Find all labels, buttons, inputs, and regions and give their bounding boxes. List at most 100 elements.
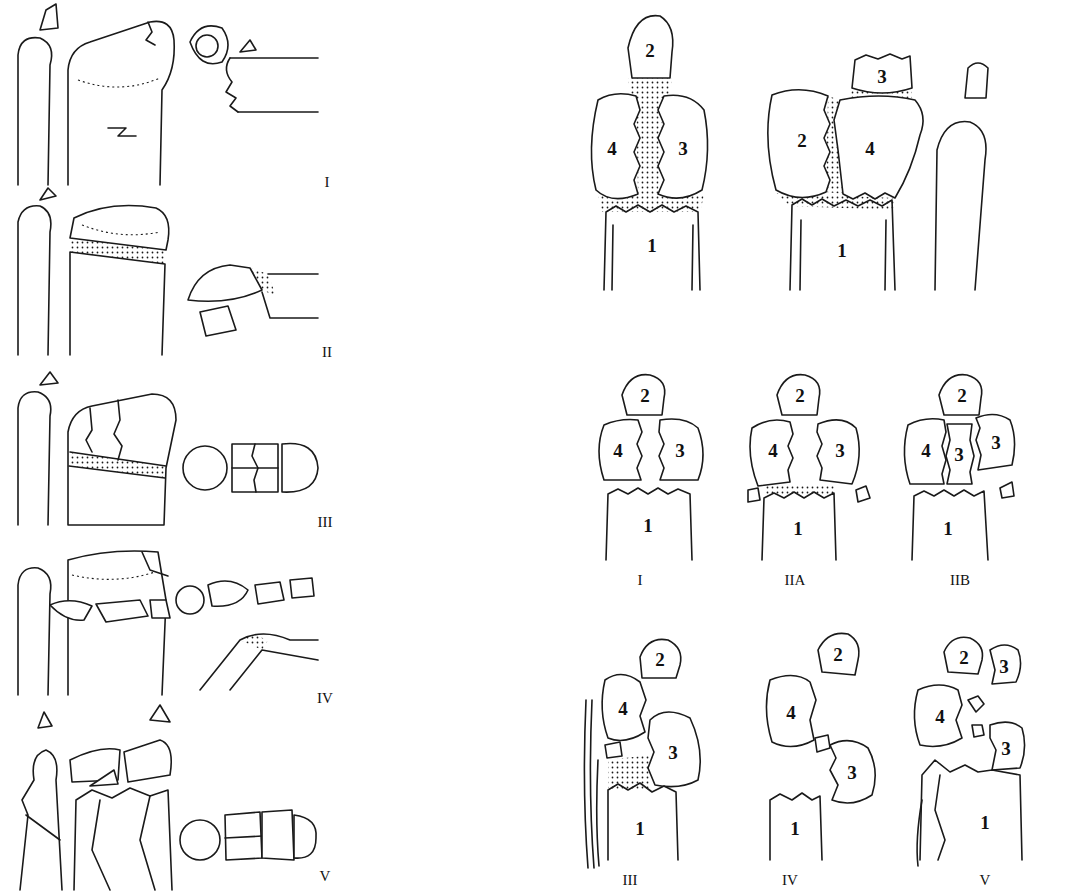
type-label: III xyxy=(623,873,638,888)
fragment-number: 4 xyxy=(768,441,778,460)
type-label: II xyxy=(322,345,332,360)
fragment-number: 4 xyxy=(613,441,623,460)
wrist-lateral-view-part xyxy=(252,444,258,492)
fragment-drawing-part xyxy=(912,490,988,560)
fragment-number: 4 xyxy=(935,707,945,726)
fragment-drawing xyxy=(904,375,1014,560)
fragment-drawing-part xyxy=(591,94,640,199)
wrist-ap-view-part xyxy=(40,4,58,30)
wrist-ap-view-part xyxy=(146,22,155,45)
fragment-drawing-part xyxy=(608,783,678,860)
fragment-drawing-part xyxy=(817,420,859,484)
wrist-ap-view-part xyxy=(18,392,51,525)
fragment-number: 4 xyxy=(921,441,931,460)
fragment-drawing-part xyxy=(597,760,599,866)
wrist-lateral-view-part xyxy=(255,582,284,604)
type-label: IV xyxy=(782,873,798,888)
wrist-ap-view-part xyxy=(50,601,92,620)
wrist-ap-view-part xyxy=(38,712,52,728)
fragment-drawing-part xyxy=(852,54,912,93)
wrist-ap-view-part xyxy=(92,800,110,890)
wrist-lateral-view-part xyxy=(240,634,268,650)
wrist-lateral-view-part xyxy=(176,586,204,614)
type-label: V xyxy=(320,869,331,884)
fragment-number: 3 xyxy=(877,67,887,86)
fragment-number: 2 xyxy=(645,41,655,60)
fragment-drawing-part xyxy=(608,755,650,790)
fragment-drawing-part xyxy=(920,760,1022,860)
wrist-lateral-view-part xyxy=(230,57,318,59)
type-label: V xyxy=(980,873,991,888)
fragment-number: 3 xyxy=(954,445,964,464)
fragment-number: 3 xyxy=(1001,739,1011,758)
fragment-drawing-part xyxy=(612,225,613,290)
fragment-drawing-part xyxy=(768,90,830,198)
fragment-drawing-part xyxy=(944,637,983,674)
fragment-number: 1 xyxy=(647,236,657,255)
fragment-drawing-part xyxy=(976,414,1015,470)
fragment-drawing-part xyxy=(692,225,693,290)
fragment-number: 4 xyxy=(618,699,628,718)
fragment-number: 3 xyxy=(847,763,857,782)
wrist-lateral-view-part xyxy=(262,292,318,318)
fragment-drawing-part xyxy=(605,742,622,758)
fragment-drawing-part xyxy=(935,122,986,290)
wrist-ap-view-part xyxy=(69,452,166,478)
type-label: I xyxy=(325,175,330,190)
fragment-drawing-part xyxy=(606,488,692,560)
fragment-drawing-part xyxy=(834,96,923,199)
wrist-lateral-view-part xyxy=(188,265,262,301)
wrist-lateral-view-part xyxy=(262,810,294,860)
fragment-drawing-part xyxy=(748,488,760,502)
wrist-ap-view-part xyxy=(69,466,165,478)
wrist-lateral-view-part xyxy=(225,812,262,860)
fragment-drawing-part xyxy=(830,741,875,803)
wrist-lateral-view-part xyxy=(238,111,318,113)
wrist-ap-view xyxy=(18,551,170,695)
wrist-ap-view-part xyxy=(70,206,169,250)
fragment-number: 4 xyxy=(607,139,617,158)
wrist-ap-view-part xyxy=(124,740,171,782)
fragment-number: 2 xyxy=(957,386,967,405)
fragment-number: 1 xyxy=(943,519,953,538)
fragment-drawing-part xyxy=(990,722,1025,770)
fragment-number: 1 xyxy=(837,241,847,260)
wrist-ap-view xyxy=(18,372,176,525)
wrist-lateral-view-part xyxy=(226,58,238,112)
fragment-number: 1 xyxy=(643,516,653,535)
wrist-lateral-view-part xyxy=(232,467,278,469)
fragment-drawing-part xyxy=(790,199,895,290)
fragment-drawing-part xyxy=(818,633,859,675)
wrist-ap-view-part xyxy=(90,770,118,786)
type-label: IV xyxy=(317,691,333,706)
fragment-drawing-part xyxy=(800,220,801,290)
fragment-drawing xyxy=(584,639,700,868)
wrist-ap-view-part xyxy=(114,400,122,460)
wrist-ap-view-part xyxy=(150,600,170,618)
fragment-number: 4 xyxy=(865,139,875,158)
fragment-drawing-part xyxy=(602,674,646,740)
fragment-drawing-part xyxy=(628,16,673,78)
wrist-ap-view-part xyxy=(40,188,56,200)
fragment-drawing xyxy=(766,633,875,860)
fragment-number: 1 xyxy=(980,813,990,832)
fragment-drawing-part xyxy=(590,700,594,868)
wrist-ap-view-part xyxy=(18,38,52,185)
fragment-drawing-part xyxy=(658,95,708,198)
fragment-drawing-part xyxy=(914,685,962,746)
wrist-lateral-view-part xyxy=(290,578,314,598)
wrist-lateral-view xyxy=(190,26,318,112)
type-label: IIA xyxy=(785,573,806,588)
wrist-lateral-view xyxy=(188,265,318,336)
fragment-drawing-part xyxy=(939,375,982,415)
wrist-ap-view-part xyxy=(140,796,155,890)
fragment-drawing-part xyxy=(856,486,870,502)
fragment-drawing-part xyxy=(604,205,700,290)
wrist-lateral-view-part xyxy=(196,35,218,57)
fragment-drawing-part xyxy=(640,639,681,678)
wrist-lateral-view-part xyxy=(190,26,228,64)
wrist-ap-view xyxy=(20,705,172,890)
fragment-number: 1 xyxy=(790,819,800,838)
wrist-ap-view-part xyxy=(40,372,58,385)
